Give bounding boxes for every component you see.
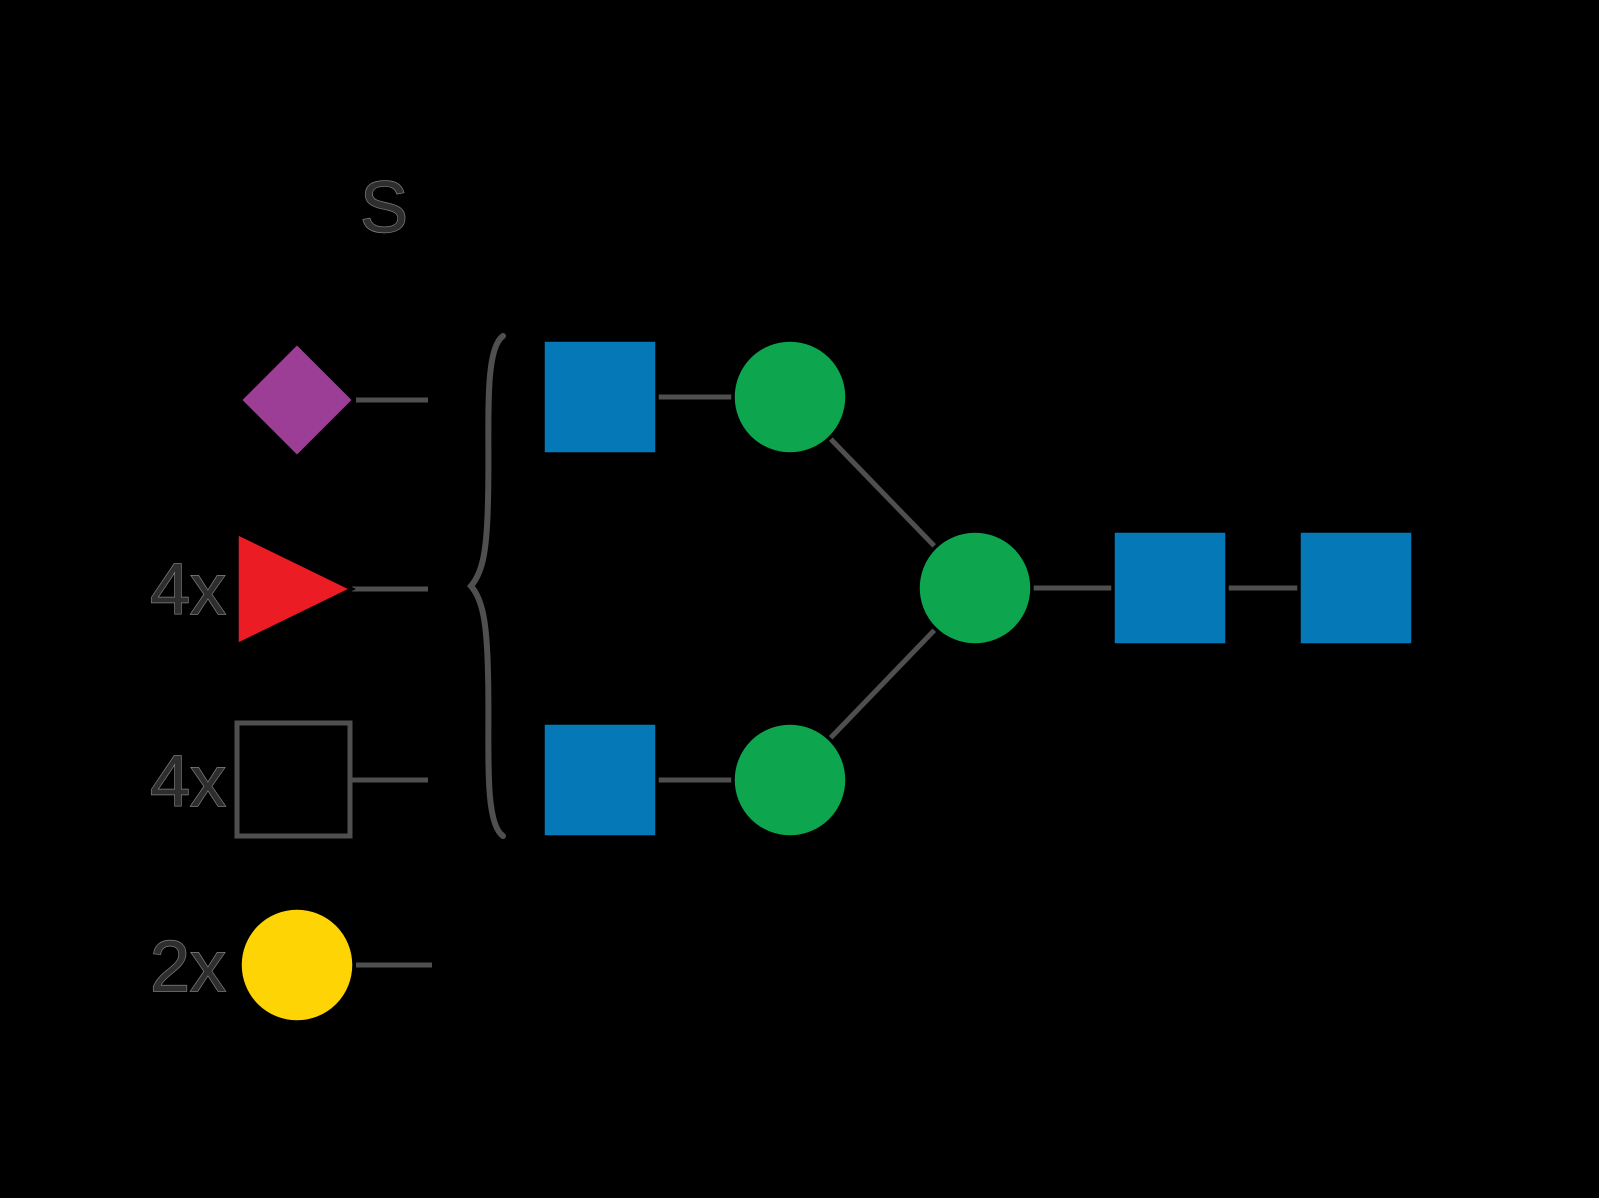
legend-purple-diamond-icon — [237, 340, 357, 460]
legend-yellow-circle-icon — [238, 906, 356, 1024]
core-inner-blue-square-node — [1111, 529, 1229, 647]
upper-antenna-blue-square-node — [541, 338, 659, 456]
legend-red-triangle-count-label: 4x — [150, 550, 226, 630]
lower-antenna-blue-square-node — [541, 721, 659, 839]
grouping-brace — [467, 333, 506, 839]
upper-antenna-green-circle-node — [731, 338, 849, 456]
legend-open-square-count-label: 4x — [150, 742, 226, 822]
core-green-circle-node — [916, 529, 1034, 647]
legend-sulfate-label: S — [360, 168, 408, 248]
legend-open-square-icon — [234, 720, 353, 839]
connector-lines — [352, 394, 1356, 968]
legend-red-triangle-icon — [235, 530, 356, 648]
legend-yellow-circle-count-label: 2x — [150, 927, 226, 1007]
core-reducing-blue-square-node — [1297, 529, 1415, 647]
lower-antenna-green-circle-node — [731, 721, 849, 839]
